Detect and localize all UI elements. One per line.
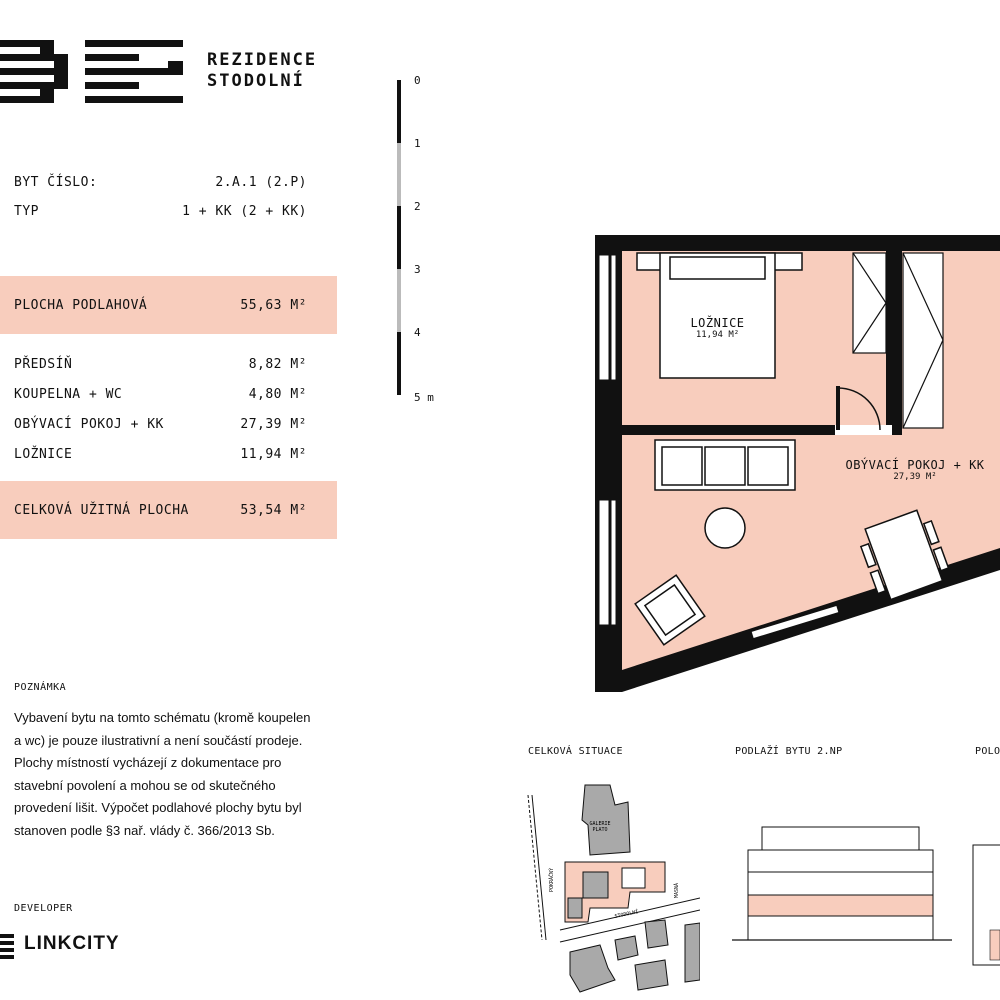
scale-tick: 2 (414, 200, 421, 213)
situation-map-title: CELKOVÁ SITUACE (528, 746, 623, 757)
floor-area-row: PLOCHA PODLAHOVÁ 55,63 M² (0, 276, 337, 334)
map-label-galerie: GALERIE (589, 821, 610, 827)
room-label: LOŽNICE (14, 447, 73, 462)
door-swing (837, 387, 881, 431)
dining-table (859, 509, 950, 601)
bedroom-area: 11,94 M² (695, 330, 740, 340)
floor-area-value: 55,63 M² (240, 298, 307, 313)
linkcity-logo-icon (0, 934, 14, 959)
usable-area-row: CELKOVÁ UŽITNÁ PLOCHA 53,54 M² (0, 481, 337, 539)
floor-stack-map (732, 826, 952, 941)
brand-line2: STODOLNÍ (207, 71, 305, 91)
living-area: 27,39 M² (893, 472, 937, 482)
bedroom-name: LOŽNICE (690, 316, 745, 330)
scale-tick: 4 (414, 326, 421, 339)
position-map (972, 844, 1000, 966)
map-label-plato: PLATO (592, 827, 607, 833)
apartment-type-value: 1 + KK (2 + KK) (182, 204, 307, 219)
position-map-title: POLOH (975, 746, 1000, 757)
bed (636, 252, 803, 379)
rezidence-stodolni-logo-mark (0, 40, 183, 103)
usable-area-label: CELKOVÁ UŽITNÁ PLOCHA (14, 503, 189, 518)
floor-map-title: PODLAŽÍ BYTU 2.NP (735, 746, 843, 757)
coffee-table (704, 507, 746, 549)
scale-tick: 0 (414, 74, 421, 87)
map-label-pokorny: POKRÁČNÝ (548, 868, 555, 892)
floor-area-label: PLOCHA PODLAHOVÁ (14, 298, 148, 313)
windows (598, 254, 617, 626)
scale-bar (397, 80, 401, 395)
room-row: OBÝVACÍ POKOJ + KK 27,39 M² (0, 417, 337, 439)
floor-plan (595, 235, 1000, 692)
room-value: 27,39 M² (240, 417, 307, 432)
living-name: OBÝVACÍ POKOJ + KK (845, 458, 985, 472)
developer-name: LINKCITY (24, 933, 120, 954)
scale-tick: 5 m (414, 391, 434, 404)
apartment-number-value: 2.A.1 (2.P) (215, 175, 307, 190)
room-row: PŘEDSÍŇ 8,82 M² (0, 357, 337, 379)
map-label-masna: MASNÁ (673, 883, 680, 898)
usable-area-value: 53,54 M² (240, 503, 307, 518)
living-label: OBÝVACÍ POKOJ + KK 27,39 M² (830, 458, 1000, 482)
situation-map: GALERIE PLATO POKRÁČNÝ MASNÁ STODOLNÍ (527, 784, 700, 993)
room-value: 11,94 M² (240, 447, 307, 462)
room-row: KOUPELNA + WC 4,80 M² (0, 387, 337, 409)
bedroom-label: LOŽNICE 11,94 M² (660, 316, 775, 340)
room-row: LOŽNICE 11,94 M² (0, 447, 337, 469)
room-label: KOUPELNA + WC (14, 387, 123, 402)
room-value: 4,80 M² (248, 387, 307, 402)
room-label: PŘEDSÍŇ (14, 357, 73, 372)
scale-tick: 3 (414, 263, 421, 276)
room-label: OBÝVACÍ POKOJ + KK (14, 417, 164, 432)
developer-title: DEVELOPER (14, 903, 73, 914)
apartment-number-label: BYT ČÍSLO: (14, 175, 98, 190)
door-leaf (836, 386, 840, 430)
note-text: Vybavení bytu na tomto schématu (kromě k… (14, 710, 311, 838)
sofa (654, 439, 796, 491)
wardrobe (852, 252, 887, 354)
brand-name: REZIDENCE STODOLNÍ (207, 50, 317, 92)
door-opening (835, 425, 892, 435)
note-title: POZNÁMKA (14, 682, 67, 693)
apartment-number-row: BYT ČÍSLO: 2.A.1 (2.P) (0, 175, 337, 197)
apartment-type-row: TYP 1 + KK (2 + KK) (0, 204, 337, 226)
scale-tick: 1 (414, 137, 421, 150)
armchair (634, 574, 706, 646)
map-label-stodolni: STODOLNÍ (614, 907, 639, 920)
room-value: 8,82 M² (248, 357, 307, 372)
tv-board (749, 604, 841, 640)
wardrobe-2 (902, 252, 944, 429)
apartment-type-label: TYP (14, 204, 39, 219)
brand-line1: REZIDENCE (207, 50, 318, 70)
